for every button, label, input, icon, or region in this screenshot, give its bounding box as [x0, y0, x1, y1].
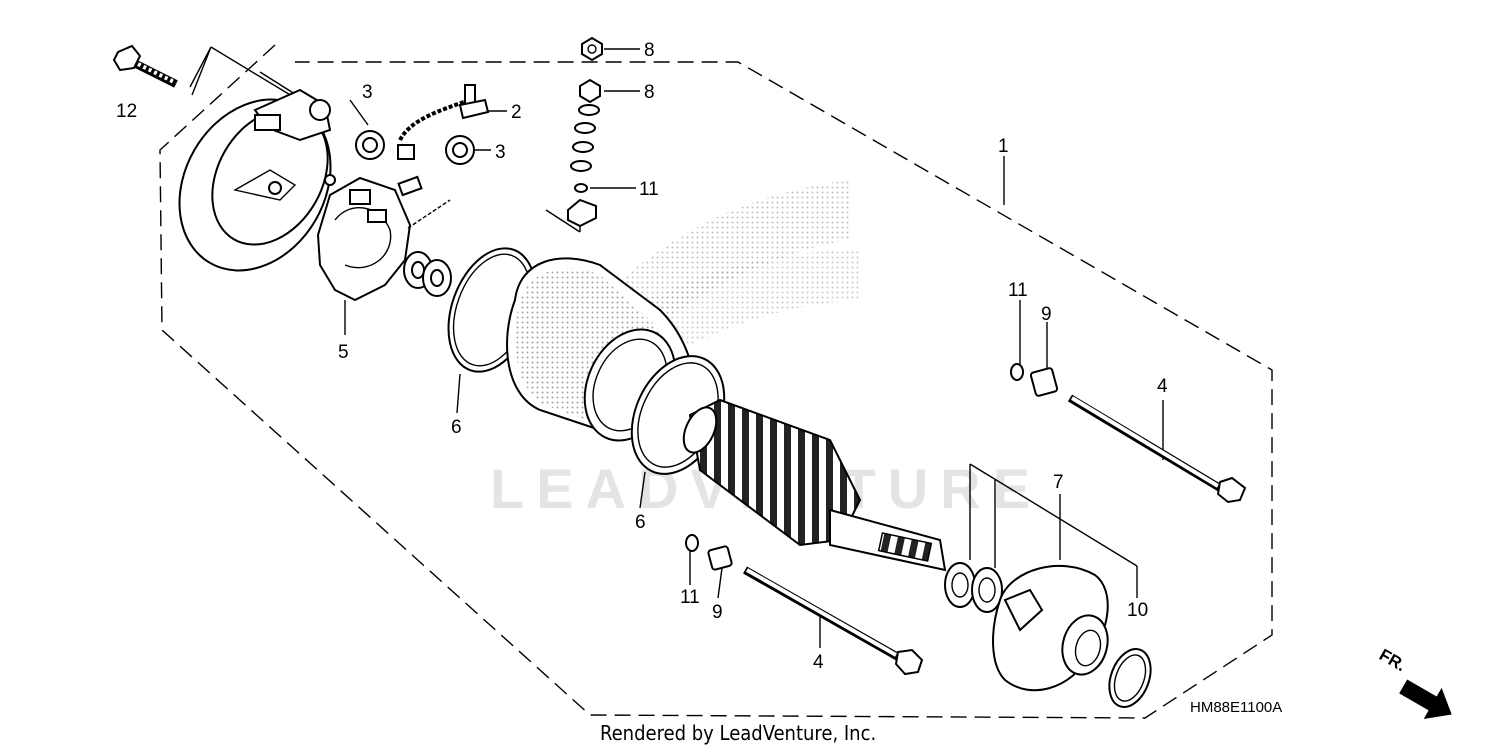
- direction-arrow-icon: [1399, 679, 1452, 720]
- callout-6-right: 6: [635, 512, 646, 533]
- callout-2: 2: [511, 102, 522, 123]
- leader-lines: [189, 46, 1164, 648]
- brush-spring-3-right: [445, 135, 475, 165]
- washer-9-upper: [1029, 367, 1059, 397]
- callout-10: 10: [1127, 600, 1148, 621]
- callout-12: 12: [116, 101, 137, 122]
- callout-1: 1: [998, 136, 1009, 157]
- callout-5: 5: [338, 342, 349, 363]
- washer-pair: [944, 562, 1003, 613]
- terminal-bolt-2: [458, 84, 490, 120]
- armature: [682, 398, 947, 572]
- callout-9-upper: 9: [1041, 304, 1052, 325]
- callout-11-upper: 11: [1008, 280, 1028, 301]
- callout-8-second: 8: [644, 82, 655, 103]
- callout-11-stack: 11: [639, 179, 659, 200]
- washer-set: [403, 251, 452, 297]
- callout-3-left: 3: [362, 82, 373, 103]
- callout-8-top: 8: [644, 40, 655, 61]
- o-ring-10: [1108, 648, 1152, 708]
- rear-cover: [178, 88, 336, 272]
- callouts: 1 2 3 3 4 4 5 6 6 7 8 8 9 9 10 11 11 11 …: [116, 40, 1168, 673]
- callout-3-right: 3: [495, 142, 506, 163]
- through-bolt-4-lower: [743, 566, 924, 676]
- assembly-boundary: [159, 44, 1273, 719]
- callout-4-lower: 4: [813, 652, 824, 673]
- callout-7: 7: [1053, 472, 1064, 493]
- brush-spring-3-left: [355, 130, 385, 160]
- callout-4-upper: 4: [1157, 376, 1168, 397]
- through-bolt-4-upper: [1067, 394, 1247, 504]
- bolt-12: [112, 44, 178, 88]
- washer-9-lower: [707, 545, 733, 571]
- front-direction-indicator: FR.: [1376, 645, 1452, 720]
- brush-holder-plate-5: [316, 175, 451, 302]
- diagram-reference-code: HM88E1100A: [1190, 699, 1282, 716]
- front-cover-7: [992, 564, 1109, 692]
- render-credit: Rendered by LeadVenture, Inc.: [600, 721, 876, 745]
- washer-11-lower: [685, 534, 699, 552]
- fr-label: FR.: [1376, 645, 1409, 675]
- callout-6-left: 6: [451, 417, 462, 438]
- nut-stack: [567, 36, 603, 228]
- brush-wire: [397, 98, 471, 160]
- callout-9-lower: 9: [712, 602, 723, 623]
- washer-11-upper: [1010, 363, 1024, 381]
- callout-11-lower: 11: [680, 587, 700, 608]
